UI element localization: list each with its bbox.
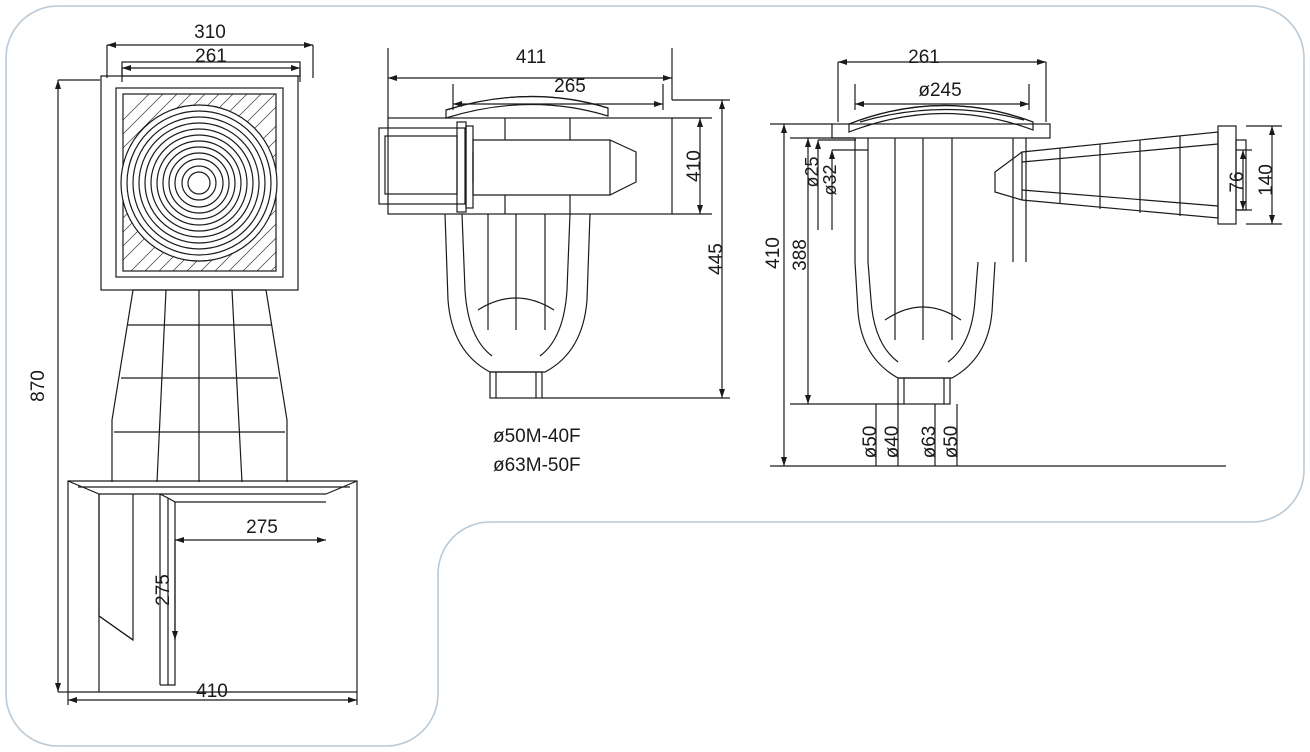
label-445: 445 <box>706 243 727 275</box>
label-76: 76 <box>1227 171 1248 192</box>
dim-261-right <box>837 59 1047 122</box>
label-140: 140 <box>1256 164 1277 196</box>
label-870: 870 <box>28 370 49 402</box>
dim-275-h <box>175 537 326 543</box>
dim-411 <box>387 48 673 118</box>
dim-76-140 <box>1236 125 1282 225</box>
label-265: 265 <box>554 76 586 97</box>
dim-bottom-diameters <box>875 404 958 466</box>
dim-275-v <box>172 540 178 640</box>
label-d50-b: ø50 <box>941 426 962 459</box>
label-310: 310 <box>194 22 226 43</box>
label-411: 411 <box>516 47 546 68</box>
label-388: 388 <box>790 239 811 271</box>
label-outlet-2: ø63M-50F <box>493 455 581 476</box>
label-275-v: 275 <box>153 574 174 606</box>
dim-410-right <box>770 123 1226 467</box>
dim-261-left <box>121 65 301 82</box>
dim-410-left <box>67 692 358 705</box>
dim-870 <box>55 79 100 693</box>
dim-d25-d32 <box>815 139 868 230</box>
label-outlet-1: ø50M-40F <box>493 426 581 447</box>
label-410-left: 410 <box>196 681 228 702</box>
label-410-right: 410 <box>763 237 784 269</box>
view-right <box>770 59 1282 467</box>
label-d32: ø32 <box>820 164 840 195</box>
label-d63: ø63 <box>919 426 940 459</box>
dim-310 <box>106 42 314 78</box>
dim-410-middle <box>672 117 712 215</box>
dim-388 <box>790 137 898 405</box>
label-d25: ø25 <box>802 156 822 187</box>
label-410-middle: 410 <box>684 150 705 182</box>
label-261-right: 261 <box>908 47 940 68</box>
label-261-left: 261 <box>195 46 227 67</box>
label-275-h: 275 <box>246 517 278 538</box>
label-d50-a: ø50 <box>860 426 881 459</box>
dim-265 <box>452 84 664 110</box>
label-d40: ø40 <box>882 426 903 459</box>
label-d245: ø245 <box>918 80 961 101</box>
dim-d245 <box>854 84 1030 110</box>
page-frame <box>5 5 1305 747</box>
view-left <box>55 42 358 705</box>
view-middle <box>378 48 730 399</box>
dim-445 <box>542 99 730 399</box>
